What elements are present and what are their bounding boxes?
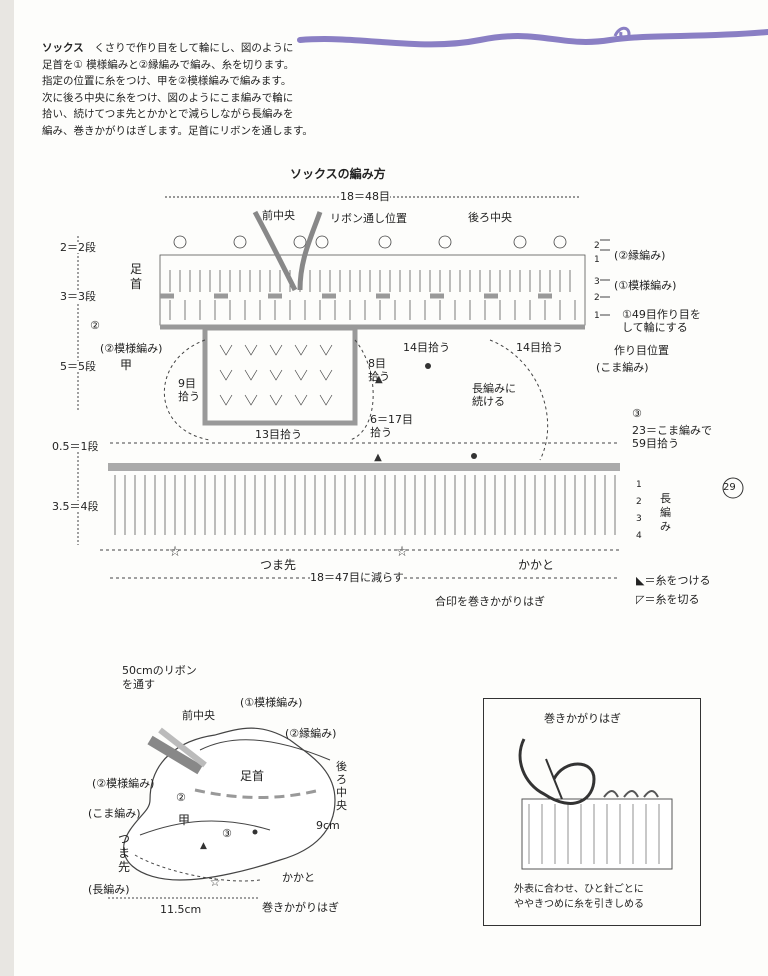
pattern2-label: (②模様編み) <box>100 342 163 355</box>
svg-text:▲: ▲ <box>374 452 382 463</box>
decorative-wave <box>297 29 768 48</box>
illus-mark2: ② <box>176 791 186 804</box>
whipstitch-panel: 巻きかがりはぎ 外表に合わせ、ひと針ごとに ややきつめに糸を引きしめる <box>483 698 701 926</box>
row-number: 1 <box>636 480 642 490</box>
row-number: 1 <box>594 255 600 265</box>
legend-cut-text: ＝糸を切る <box>644 593 700 606</box>
svg-text:▲: ▲ <box>200 841 207 851</box>
row-number: 1 <box>594 311 600 321</box>
illus-sc: (こま編み) <box>88 807 141 820</box>
front-center-label: 前中央 <box>262 209 295 222</box>
pattern1-label: (①模様編み) <box>614 279 677 292</box>
intro-line: 拾い、続けてつま先とかかとで減らしながら長編みを <box>42 108 294 120</box>
whipstitch-caption-1: 外表に合わせ、ひと針ごとに <box>514 884 644 895</box>
whipstitch-drawing <box>518 738 673 870</box>
pick-9-label: 9目 拾う <box>178 377 200 403</box>
illus-pattern1: (①模様編み) <box>240 696 303 709</box>
svg-text:▲: ▲ <box>375 374 383 385</box>
top-width-label: 18＝48目 <box>340 190 390 203</box>
step1-label: ①49目作り目を して輪にする <box>622 308 701 334</box>
svg-text:☆: ☆ <box>396 544 409 560</box>
row-number: 2 <box>636 497 642 507</box>
toe-label: つま先 <box>260 558 297 572</box>
whipstitch-title: 巻きかがりはぎ <box>544 712 621 725</box>
instep-label: 甲 <box>120 358 133 372</box>
back-center-label: 後ろ中央 <box>468 211 512 224</box>
intro-line: くさりで作り目をして輪にし、図のように <box>94 42 294 54</box>
intro-heading: ソックス <box>42 42 84 54</box>
seam-note: 合印を巻きかがりはぎ <box>435 595 545 608</box>
intro-line: 指定の位置に糸をつけ、甲を②模様編みで編みます。 <box>42 75 292 87</box>
ankle-label: 足首 <box>130 262 143 291</box>
row-number: 4 <box>636 531 642 541</box>
pick-right-label: 14目拾う <box>516 341 563 354</box>
rows-35-label: 3.5＝4段 <box>52 500 99 513</box>
step3-marker: ③ <box>632 407 642 420</box>
illus-seam: 巻きかがりはぎ <box>262 901 339 914</box>
row-number: 3 <box>594 277 600 287</box>
illus-instep: 甲 <box>178 813 191 827</box>
edge-stitch-label: (②縁編み) <box>614 249 666 262</box>
row-number: 3 <box>636 514 642 524</box>
row-number: 2 <box>594 241 600 251</box>
row-number: 2 <box>594 293 600 303</box>
intro-text: ソックス くさりで作り目をして輪にし、図のように 足首を① 模様編みと②縁編みで… <box>42 40 342 139</box>
page-number: 29 <box>723 482 736 493</box>
pick-13-label: 13目拾う <box>255 428 302 441</box>
illus-heel: かかと <box>282 871 315 884</box>
continue-dc-label: 長編みに 続ける <box>472 382 516 408</box>
illus-length: 11.5cm <box>160 903 202 916</box>
illus-depth: 9cm <box>316 819 340 832</box>
svg-text:☆: ☆ <box>169 544 182 560</box>
rows-2-label: 2＝2段 <box>60 241 96 254</box>
intro-line: 足首を① 模様編みと②縁編みで編み、糸を切ります。 <box>42 58 295 71</box>
heel-label: かかと <box>518 558 555 572</box>
rows-5-label: 5＝5段 <box>60 360 96 373</box>
illus-pattern2: (②模様編み) <box>92 777 155 790</box>
pick-6-label: 6＝17目 拾う <box>370 413 413 439</box>
whipstitch-caption-2: ややきつめに糸を引きしめる <box>514 899 644 910</box>
chart-title: ソックスの編み方 <box>290 167 386 181</box>
legend-attach-text: ＝糸をつける <box>644 574 711 587</box>
rows-3-label: 3＝3段 <box>60 290 96 303</box>
step2-marker: ② <box>90 319 100 332</box>
pick-8-label: 8目 拾う <box>368 357 390 383</box>
illus-front-center: 前中央 <box>182 709 215 722</box>
intro-line: 編み、巻きかがりはぎします。足首にリボンを通します。 <box>42 124 313 137</box>
intro-line: 次に後ろ中央に糸をつけ、図のようにこま編みで輪に <box>42 91 294 104</box>
legend-attach: ◣＝糸をつける <box>636 574 711 587</box>
illus-dc: (長編み) <box>88 883 130 896</box>
step3-label: 23＝こま編みで 59目拾う <box>632 424 712 450</box>
legend-cut: ◸＝糸を切る <box>636 593 700 606</box>
illus-toe: つま先 <box>118 832 131 874</box>
svg-text:☆: ☆ <box>210 875 221 889</box>
chain-start-label: 作り目位置 <box>614 344 669 357</box>
bottom-width-label: 18＝47目に減らす <box>310 571 404 584</box>
double-crochet-label: 長編み <box>660 492 671 533</box>
ribbon-note: 50cmのリボン を通す <box>122 664 197 691</box>
illus-ankle: 足首 <box>240 769 265 783</box>
illus-mark3: ③ <box>222 827 232 840</box>
single-crochet-label: (こま編み) <box>596 361 649 374</box>
illus-edge2: (②縁編み) <box>285 727 337 740</box>
ribbon-position-label: リボン通し位置 <box>330 212 407 225</box>
rows-05-label: 0.5＝1段 <box>52 440 99 453</box>
illus-back-center: 後ろ中央 <box>336 760 347 812</box>
pick-left-label: 14目拾う <box>403 341 450 354</box>
